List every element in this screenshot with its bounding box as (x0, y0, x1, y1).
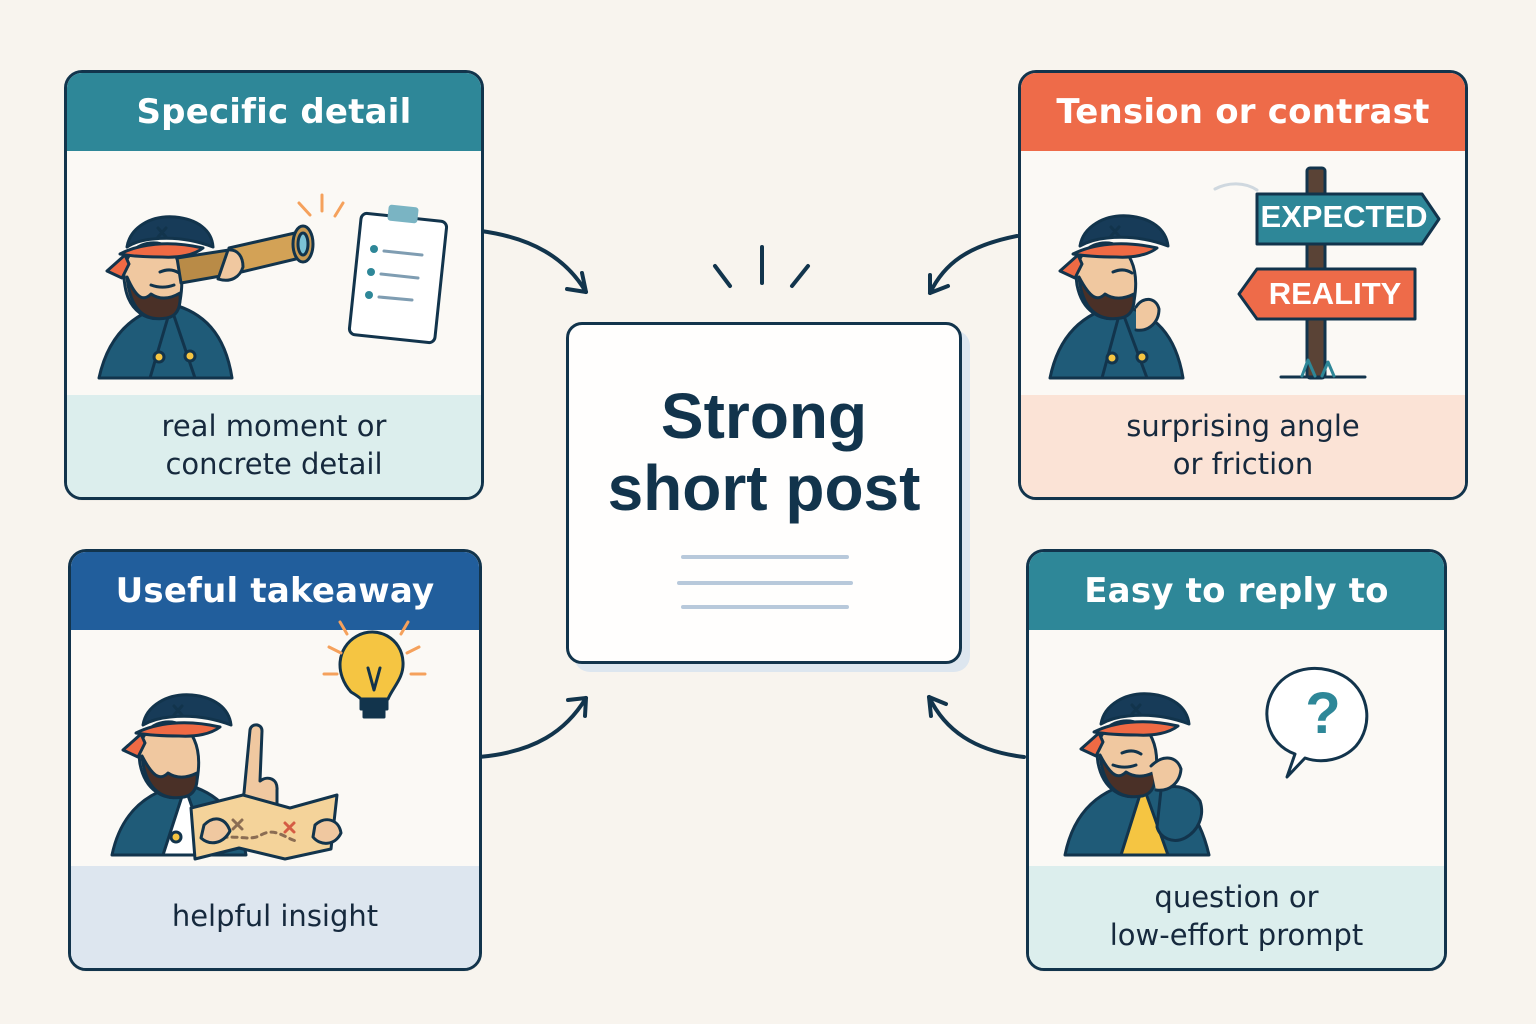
easy-to-reply-footer: question or low-effort prompt (1029, 866, 1444, 968)
pirate-character (97, 215, 234, 380)
question-mark-icon: ? (1305, 681, 1340, 746)
spark-lines-icon (297, 193, 345, 218)
tension-contrast-footer-line-1: surprising angle (1126, 409, 1360, 444)
checklist-paper-icon (347, 204, 449, 345)
text-line (677, 581, 853, 585)
tension-contrast-footer-line-2: or friction (1172, 447, 1314, 481)
reality-sign-label: REALITY (1269, 276, 1402, 311)
useful-takeaway-panel: Useful takeaway (68, 549, 482, 971)
specific-detail-footer-line-1: real moment or (161, 409, 387, 444)
useful-takeaway-footer: helpful insight (71, 866, 479, 968)
central-card: Strong short post (566, 322, 962, 664)
specific-detail-footer-line-2: concrete detail (165, 447, 383, 481)
easy-to-reply-title: Easy to reply to (1029, 552, 1444, 630)
tension-contrast-svg: EXPECTED REALITY (1048, 166, 1441, 380)
easy-to-reply-svg: ? (1063, 666, 1369, 857)
tension-contrast-footer: surprising angle or friction (1021, 395, 1465, 497)
expected-sign-label: EXPECTED (1260, 199, 1427, 234)
tension-contrast-title: Tension or contrast (1021, 73, 1465, 151)
easy-to-reply-panel: Easy to reply to (1026, 549, 1447, 971)
spyglass-icon (175, 224, 315, 285)
useful-takeaway-svg (110, 620, 427, 861)
treasure-map-icon (189, 793, 343, 861)
arrow-icon (927, 695, 1026, 759)
specific-detail-svg (97, 193, 449, 380)
useful-takeaway-illustration (71, 620, 479, 866)
specific-detail-illustration (67, 151, 481, 395)
easy-to-reply-footer-line-2: low-effort prompt (1109, 918, 1364, 952)
central-card-title-line-2: short post (607, 452, 921, 525)
arrow-icon (479, 229, 588, 294)
spark-lines-icon (713, 245, 810, 288)
speech-bubble-icon (1265, 666, 1369, 779)
text-line (681, 605, 849, 609)
useful-takeaway-footer-line-1: helpful insight (171, 899, 379, 934)
spark-lines-icon (322, 620, 427, 676)
useful-takeaway-title: Useful takeaway (71, 552, 479, 630)
signpost-icon (1213, 166, 1441, 380)
arrow-icon (928, 234, 1019, 295)
easy-to-reply-illustration: ? (1029, 630, 1444, 866)
easy-to-reply-footer-line-1: question or (1154, 880, 1319, 915)
tension-contrast-illustration: EXPECTED REALITY (1021, 151, 1465, 395)
specific-detail-title: Specific detail (67, 73, 481, 151)
specific-detail-panel: Specific detail (64, 70, 484, 500)
central-card-title: Strong short post (569, 380, 959, 525)
central-card-title-line-1: Strong (660, 380, 868, 452)
specific-detail-footer: real moment or concrete detail (67, 395, 481, 497)
lightbulb-icon (338, 630, 405, 719)
text-lines-icon (569, 553, 959, 623)
pirate-character (1048, 214, 1185, 380)
text-line (681, 555, 849, 559)
arrow-icon (477, 696, 588, 759)
pirate-character (1063, 692, 1211, 857)
tension-contrast-panel: Tension or contrast (1018, 70, 1468, 500)
